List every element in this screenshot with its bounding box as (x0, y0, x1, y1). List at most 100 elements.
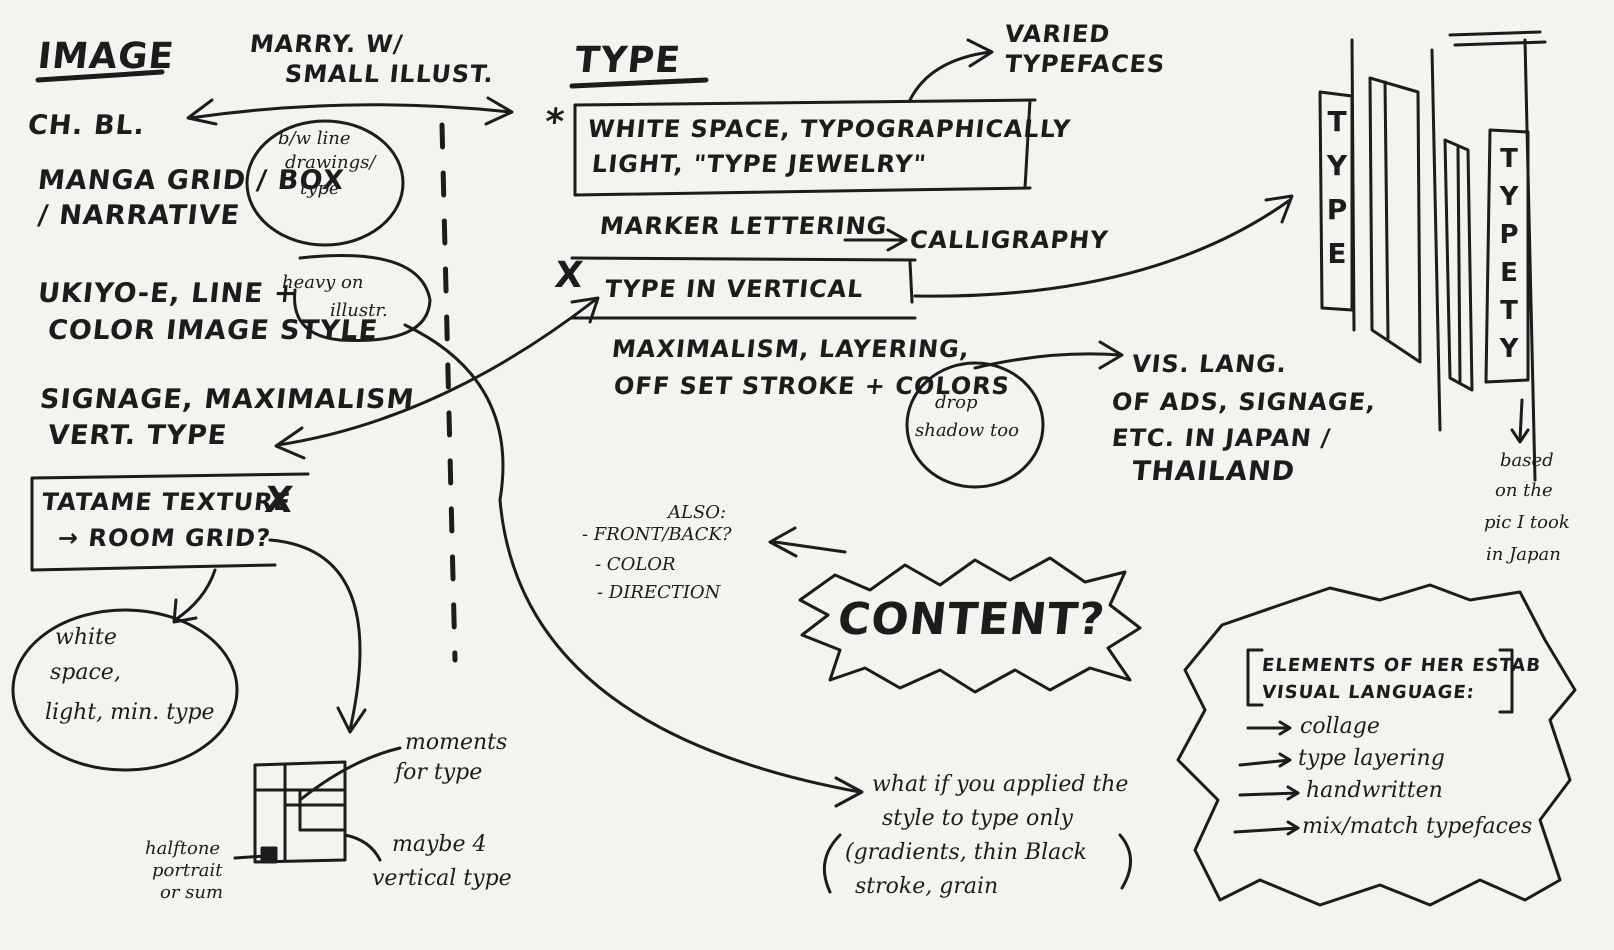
what-if-1: what if you applied the (872, 772, 1129, 797)
elements-item-4: mix/match typefaces (1302, 814, 1533, 839)
also-label: ALSO: (668, 502, 727, 523)
vertical-word-1: TYPE (1326, 105, 1348, 270)
ukiyo-line-1: UKIYO-E, LINE + (36, 278, 300, 309)
grid-note-halftone-2: portrait (152, 860, 223, 881)
elements-arrow-1 (1246, 720, 1292, 736)
marry-line-1: MARRY. W/ (248, 30, 405, 58)
bw-note-2: drawings/ (285, 152, 376, 173)
what-if-paren-right (1118, 833, 1132, 890)
elements-title-2: VISUAL LANGUAGE: (1260, 682, 1476, 703)
varied-arrow (908, 50, 992, 102)
grid-note-moments-1: moments (405, 730, 508, 755)
heavy-note-1: heavy on (282, 272, 364, 293)
maximalism-line-1: MAXIMALISM, LAYERING, (610, 335, 972, 363)
also-item-3: - DIRECTION (597, 582, 721, 603)
elements-item-3: handwritten (1306, 778, 1443, 803)
white-space-line-1: WHITE SPACE, TYPOGRAPHICALLY (586, 115, 1073, 143)
marry-line-2: SMALL ILLUST. (283, 60, 496, 88)
drop-shadow-ellipse (905, 361, 1045, 489)
what-if-2: style to type only (882, 806, 1073, 831)
tatame-mark: X (262, 480, 296, 521)
tatame-line-2: → ROOM GRID? (56, 524, 273, 552)
tatame-down-arrow-head (336, 706, 367, 734)
based-arrow (1510, 398, 1530, 444)
tatame-down-arrow (268, 538, 362, 732)
calligraphy: CALLIGRAPHY (908, 226, 1110, 254)
white-space-line-2: LIGHT, "TYPE JEWELRY" (590, 150, 929, 178)
elements-item-1: collage (1300, 714, 1380, 739)
grid-note-maybe-1: maybe 4 (392, 832, 487, 857)
calligraphy-arrow-head (886, 228, 908, 252)
type-vertical: TYPE IN VERTICAL (603, 275, 866, 303)
varied-line-2: TYPEFACES (1003, 50, 1167, 78)
vis-lang-1: VIS. LANG. (1130, 350, 1289, 378)
sketch-panel-narrow (1443, 138, 1474, 392)
arrow-to-vis-lang-head (1098, 340, 1124, 370)
sketch-top-lines (1448, 30, 1547, 47)
manga-line-2: / NARRATIVE (36, 200, 242, 231)
signage-vertical-arrow-head-right (570, 296, 600, 324)
elements-title-1: ELEMENTS OF HER ESTAB (1260, 655, 1543, 676)
arrow-to-sketch (913, 198, 1292, 298)
image-heading: IMAGE (35, 36, 177, 77)
grid-note-halftone-1: halftone (145, 838, 221, 859)
white-space-note-1: white (55, 625, 117, 650)
based-note-4: in Japan (1486, 544, 1561, 565)
grid-note-halftone-3: or sum (160, 882, 224, 903)
drop-shadow-note-2: shadow too (915, 420, 1019, 441)
sketch-pole-mid (1430, 48, 1442, 432)
white-space-note-3: light, min. type (45, 700, 215, 725)
sketch-panel-type-2 (1484, 128, 1530, 384)
elements-arrow-3 (1238, 785, 1300, 801)
heavy-on-ellipse (293, 254, 432, 342)
also-item-2: - COLOR (595, 554, 676, 575)
arrow-to-also (773, 540, 847, 554)
white-space-ellipse (11, 608, 239, 772)
tatame-line-1: TATAME TEXTURE (40, 488, 293, 516)
grid-leader-maybe (343, 833, 382, 862)
bw-note-3: type (300, 178, 340, 199)
ch-bl-label: CH. BL. (26, 110, 147, 141)
based-note-3: pic I took (1484, 512, 1570, 533)
tatame-box (30, 472, 310, 572)
vertical-word-2: TYPETY (1499, 144, 1519, 364)
grid-leader-moments (298, 746, 402, 802)
grid-leader-halftone (233, 854, 267, 860)
vis-lang-4: THAILAND (1130, 456, 1297, 487)
type-heading: TYPE (572, 40, 683, 81)
elements-outline (1176, 583, 1577, 907)
white-space-arrow (173, 568, 217, 622)
image-heading-underline (35, 69, 165, 83)
marry-arrow-right-head (484, 96, 514, 126)
vis-lang-2: OF ADS, SIGNAGE, (1110, 388, 1378, 416)
white-space-box (573, 98, 1037, 197)
sketch-panel-mid-b (1383, 80, 1390, 340)
sketch-panel-type-1 (1318, 90, 1354, 312)
grid-note-maybe-2: vertical type (372, 866, 512, 891)
signage-vertical-arrow (276, 298, 597, 447)
arrow-to-also-head (768, 526, 798, 558)
varied-arrow-head (966, 38, 994, 68)
sketch-pole-right (1523, 38, 1537, 482)
arrow-to-sketch-head (1264, 194, 1294, 224)
also-item-1: - FRONT/BACK? (582, 524, 732, 545)
marker-lettering: MARKER LETTERING (598, 212, 889, 240)
arrow-to-what-if-head (834, 776, 864, 808)
sketch-panel-mid-a (1368, 76, 1422, 364)
based-note-2: on the (1495, 480, 1553, 501)
signage-vertical-arrow-head-left (274, 426, 306, 460)
what-if-3: (gradients, thin Black (845, 840, 1087, 865)
vis-lang-3: ETC. IN JAPAN / (1110, 424, 1333, 452)
elements-arrow-4 (1233, 820, 1300, 836)
elements-arrow-2 (1238, 752, 1292, 768)
x-mark: X (552, 255, 586, 296)
drop-shadow-note-1: drop (935, 392, 978, 413)
bw-note-1: b/w line (278, 128, 351, 149)
room-grid-sketch (253, 760, 347, 864)
heavy-note-2: illustr. (330, 300, 388, 321)
white-space-note-2: space, (50, 660, 121, 685)
marry-arrow-left-head (186, 98, 218, 126)
white-space-arrow-head (172, 598, 198, 624)
content-starburst (798, 556, 1142, 694)
